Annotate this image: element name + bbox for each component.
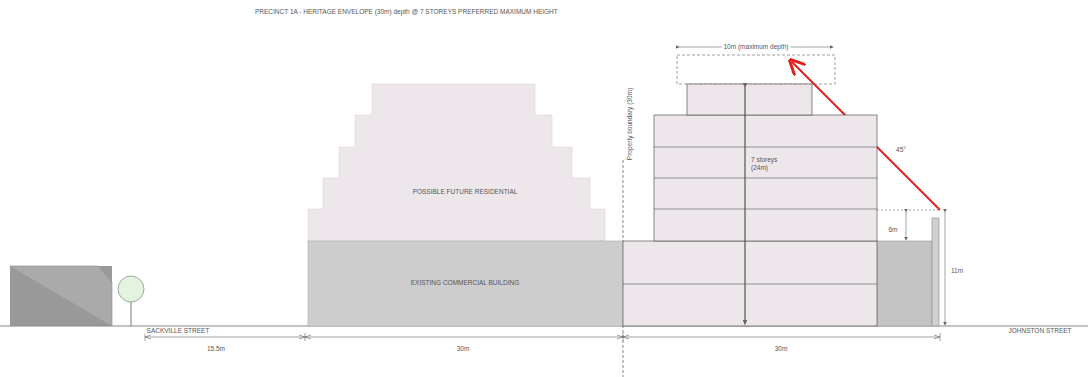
- setback-line: [877, 210, 940, 211]
- envelope-outline: [677, 55, 835, 84]
- floor-line: [623, 284, 877, 285]
- dimension-label: 30m: [457, 345, 470, 352]
- adjacent-building: [877, 241, 932, 326]
- stepped-massing: [308, 84, 605, 241]
- storey: [654, 115, 877, 241]
- node-label: POSSIBLE FUTURE RESIDENTIAL: [413, 188, 518, 196]
- node-label: EXISTING COMMERCIAL BUILDING: [411, 279, 519, 287]
- floor-line: [654, 209, 877, 210]
- stepped-envelope: POSSIBLE FUTURE RESIDENTIAL: [308, 84, 623, 241]
- floor-line: [654, 178, 877, 179]
- dimension-label: 11m: [951, 267, 963, 274]
- angle-label: 45°: [896, 146, 906, 153]
- dimension-line: [945, 212, 946, 325]
- neighbour-building: [10, 266, 112, 326]
- node-shape: [308, 84, 623, 241]
- boundary-label: Property boundary (30m): [626, 86, 633, 162]
- diagram-title: PRECINCT 1A - HERITAGE ENVELOPE (30m) de…: [255, 8, 558, 15]
- storey: [623, 241, 877, 326]
- floor-line: [654, 147, 877, 148]
- dimension-line: [906, 212, 907, 240]
- dimension-label: 6m: [888, 226, 897, 233]
- street-name: JOHNSTON STREET: [1008, 327, 1071, 334]
- dimension-label: 15.5m: [207, 345, 225, 352]
- commercial-building: EXISTING COMMERCIAL BUILDING: [308, 241, 623, 326]
- tower-building: 7 storeys (24m): [623, 84, 877, 326]
- street-name: SACKVILLE STREET: [145, 327, 212, 334]
- dimension-label: 30m: [775, 345, 788, 352]
- height-dimension: [745, 87, 746, 324]
- dimension-line: [145, 337, 940, 338]
- dimension-label: 10m (maximum depth): [721, 43, 790, 50]
- tree: [118, 276, 144, 326]
- storey: [687, 84, 812, 115]
- node-shape: [623, 84, 877, 326]
- node-label: 7 storeys (24m): [751, 156, 785, 172]
- boundary-wall: [932, 218, 939, 326]
- building-block: [308, 241, 623, 326]
